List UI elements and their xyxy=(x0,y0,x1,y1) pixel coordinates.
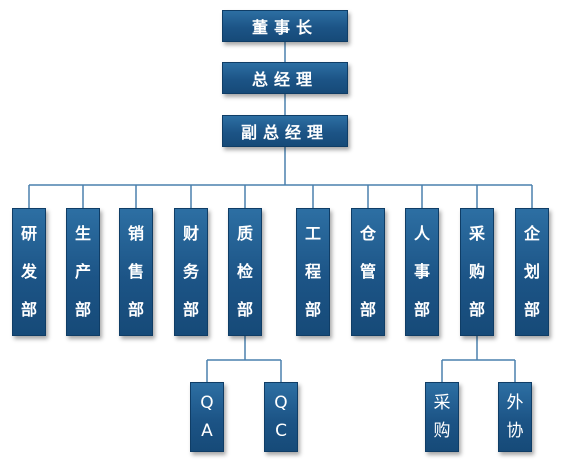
department-box-char: 部 xyxy=(127,300,144,319)
department-box-char: 采 xyxy=(468,224,485,243)
purchase-sub-box[interactable]: 外协 xyxy=(498,382,532,452)
department-box-char: 生 xyxy=(74,224,91,243)
department-box-char: 研 xyxy=(20,224,37,243)
department-box[interactable]: 生产部 xyxy=(66,208,100,336)
department-box-char: 程 xyxy=(304,262,321,281)
department-box[interactable]: 销售部 xyxy=(119,208,153,336)
department-box-char: 事 xyxy=(413,262,430,281)
department-box-char: 质 xyxy=(236,224,253,243)
department-box-char: 财 xyxy=(182,224,199,243)
department-box-char: 部 xyxy=(359,300,376,319)
department-box-char: 销 xyxy=(127,224,144,243)
purchase-sub-box-char: 购 xyxy=(433,420,451,441)
department-box[interactable]: 企划部 xyxy=(515,208,549,336)
qc-sub-box-char: A xyxy=(201,420,213,441)
department-box-char: 部 xyxy=(182,300,199,319)
department-box[interactable]: 仓管部 xyxy=(351,208,385,336)
department-box-char: 部 xyxy=(468,300,485,319)
purchase-sub-box[interactable]: 采购 xyxy=(425,382,459,452)
department-box-char: 管 xyxy=(359,262,376,281)
department-box-char: 部 xyxy=(74,300,91,319)
department-box-char: 划 xyxy=(523,262,540,281)
department-box-char: 工 xyxy=(304,224,321,243)
qc-sub-box-char: C xyxy=(275,420,287,441)
qc-sub-box-char: Q xyxy=(274,392,288,413)
department-box[interactable]: 采购部 xyxy=(460,208,494,336)
general-manager-box[interactable]: 总经理 xyxy=(222,62,348,94)
department-box-char: 部 xyxy=(413,300,430,319)
department-box[interactable]: 工程部 xyxy=(296,208,330,336)
department-box[interactable]: 质检部 xyxy=(228,208,262,336)
department-box-char: 产 xyxy=(74,262,91,281)
department-box-char: 部 xyxy=(304,300,321,319)
department-box-char: 发 xyxy=(20,262,37,281)
purchase-sub-box-char: 外 xyxy=(506,392,524,413)
department-box-char: 售 xyxy=(127,262,144,281)
department-box-char: 部 xyxy=(20,300,37,319)
purchase-sub-box-char: 采 xyxy=(433,392,451,413)
chairman-box[interactable]: 董事长 xyxy=(222,10,348,42)
department-box-char: 企 xyxy=(523,224,540,243)
department-box-char: 仓 xyxy=(359,224,376,243)
connector-lines xyxy=(28,42,533,382)
department-box[interactable]: 研发部 xyxy=(12,208,46,336)
department-box-char: 务 xyxy=(182,262,199,281)
purchase-sub-box-char: 协 xyxy=(506,420,524,441)
department-box-char: 部 xyxy=(236,300,253,319)
qc-sub-box-char: Q xyxy=(200,392,214,413)
department-box-char: 部 xyxy=(523,300,540,319)
department-box-char: 检 xyxy=(236,262,253,281)
department-box[interactable]: 财务部 xyxy=(174,208,208,336)
department-box-char: 购 xyxy=(468,262,485,281)
department-box[interactable]: 人事部 xyxy=(405,208,439,336)
department-box-char: 人 xyxy=(413,224,430,243)
deputy-general-manager-box[interactable]: 副总经理 xyxy=(222,115,348,147)
